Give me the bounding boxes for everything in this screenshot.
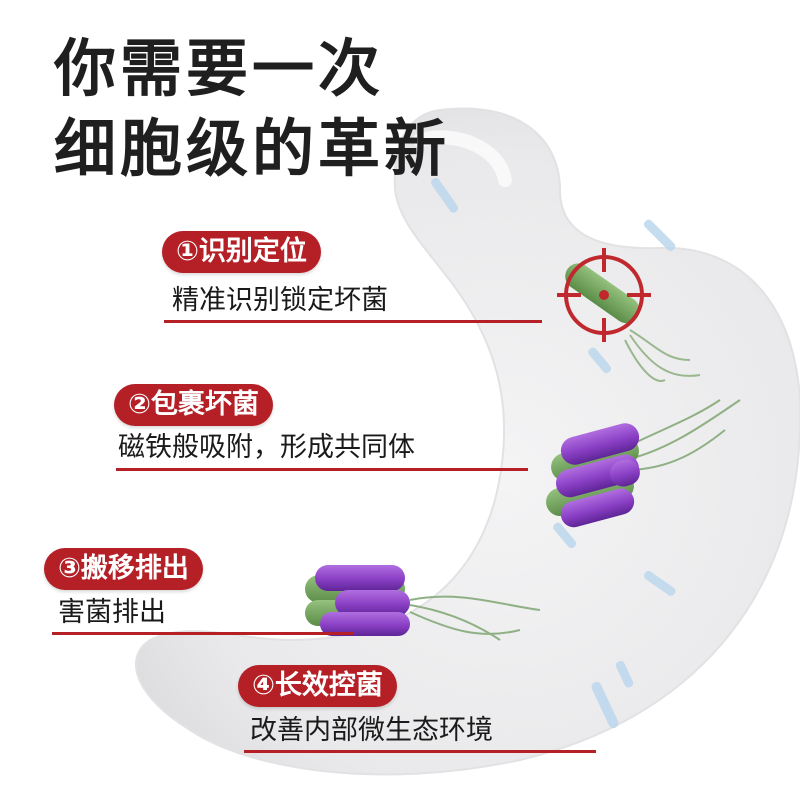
headline-line-2: 细胞级的革新 <box>54 112 451 185</box>
target-crosshair-icon <box>557 248 651 342</box>
particles <box>431 177 676 729</box>
step-3-underline <box>52 632 354 635</box>
step-2-badge: ②包裹坏菌 <box>114 384 273 426</box>
stomach-shape <box>134 107 800 776</box>
step-4-badge: ④长效控菌 <box>238 665 397 707</box>
step-4-description: 改善内部微生态环境 <box>250 715 493 746</box>
step-1-description: 精准识别锁定坏菌 <box>172 285 388 316</box>
step-3-badge: ③搬移排出 <box>44 548 203 590</box>
headline-line-1: 你需要一次 <box>54 32 385 105</box>
step-1-underline <box>164 320 542 323</box>
probiotic-capsule-icon <box>546 399 741 528</box>
step-2-underline <box>116 468 528 471</box>
step-4-underline <box>244 750 596 753</box>
step-2-description: 磁铁般吸附，形成共同体 <box>118 432 415 463</box>
probiotic-capsule-icon <box>305 565 541 641</box>
step-3-description: 害菌排出 <box>58 597 166 628</box>
step-1-badge: ①识别定位 <box>162 231 321 273</box>
